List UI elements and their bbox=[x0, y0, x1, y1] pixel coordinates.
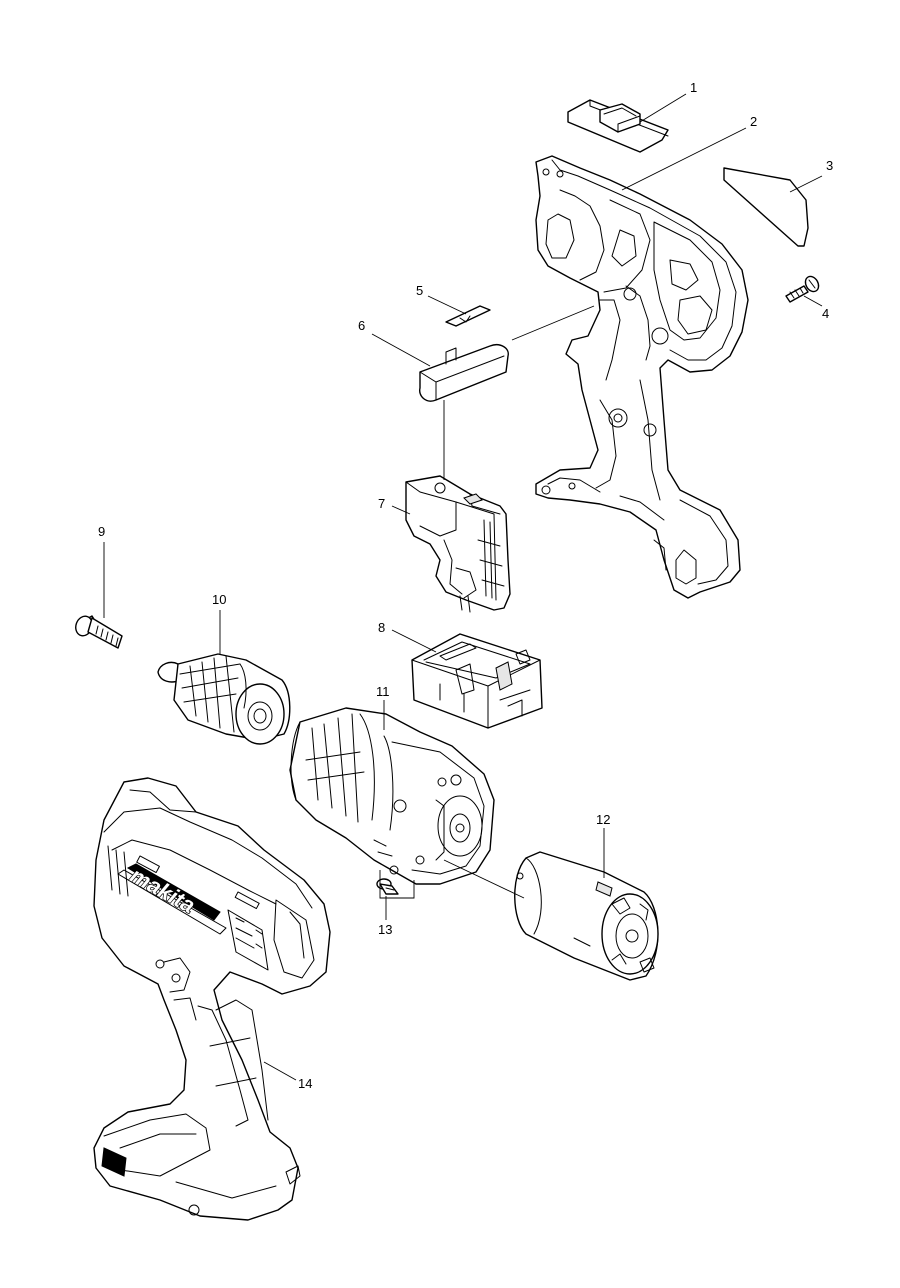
part-9-bolt bbox=[75, 615, 123, 649]
part-2-housing-half bbox=[535, 155, 749, 599]
callout-numbers: 1 2 3 4 5 6 7 8 9 10 11 12 13 14 bbox=[98, 80, 833, 1091]
leader-7 bbox=[391, 505, 411, 515]
leader-6-to-housing bbox=[511, 305, 595, 341]
callout-12: 12 bbox=[596, 812, 610, 827]
callout-2: 2 bbox=[750, 114, 757, 129]
leader-2 bbox=[621, 127, 747, 191]
leader-lines bbox=[103, 93, 823, 1081]
leader-6 bbox=[371, 333, 431, 367]
callout-8: 8 bbox=[378, 620, 385, 635]
part-12-dc-motor bbox=[514, 851, 659, 981]
callout-14: 14 bbox=[298, 1076, 312, 1091]
callout-13: 13 bbox=[378, 922, 392, 937]
callout-6: 6 bbox=[358, 318, 365, 333]
part-3-name-plate bbox=[723, 167, 809, 247]
part-6-lever bbox=[419, 344, 509, 402]
callout-4: 4 bbox=[822, 306, 829, 321]
part-1-switch-cover bbox=[567, 99, 669, 153]
leader-4 bbox=[803, 295, 823, 307]
callout-7: 7 bbox=[378, 496, 385, 511]
leader-1 bbox=[639, 93, 687, 123]
leader-13-bracket bbox=[379, 870, 415, 899]
leader-11-to-12 bbox=[443, 859, 525, 899]
leader-3 bbox=[789, 175, 823, 193]
part-11-gear-assembly bbox=[289, 707, 495, 885]
callout-3: 3 bbox=[826, 158, 833, 173]
part-4-tapping-screw bbox=[785, 275, 820, 303]
part-14-tool-body bbox=[93, 777, 331, 1221]
part-10-drill-chuck bbox=[157, 653, 291, 745]
callout-5: 5 bbox=[416, 283, 423, 298]
callout-1: 1 bbox=[690, 80, 697, 95]
callout-11: 11 bbox=[376, 684, 390, 699]
leader-14 bbox=[263, 1061, 297, 1081]
part-7-switch bbox=[405, 475, 511, 613]
callout-9: 9 bbox=[98, 524, 105, 539]
part-13-screw bbox=[376, 878, 399, 895]
leader-8 bbox=[391, 629, 437, 653]
part-8-holder-box bbox=[411, 633, 543, 729]
leader-5 bbox=[427, 295, 467, 315]
part-5-spring-plate bbox=[445, 305, 491, 327]
callout-10: 10 bbox=[212, 592, 226, 607]
